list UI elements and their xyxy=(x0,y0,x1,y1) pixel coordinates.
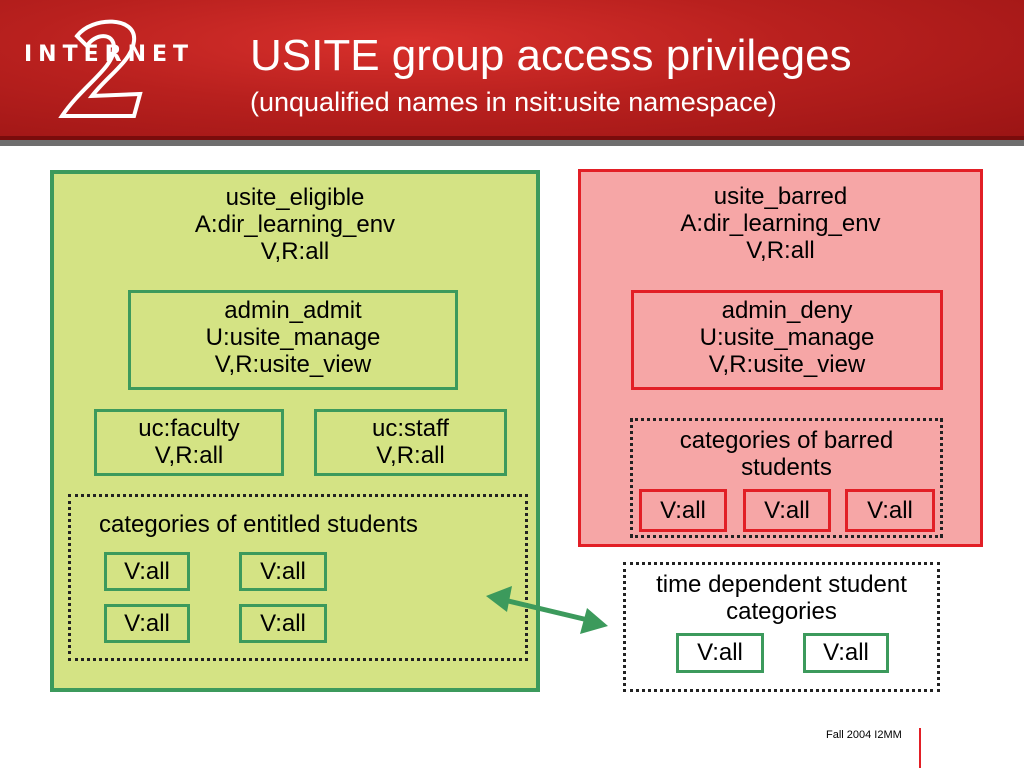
header-banner: INTERNET USITE group access privileges (… xyxy=(0,0,1024,140)
entitled-categories-label: categories of entitled students xyxy=(99,511,418,538)
time-dependent-item: V:all xyxy=(803,633,889,673)
admin-deny-group: admin_deny U:usite_manage V,R:usite_view xyxy=(631,290,943,390)
time-dependent-label: time dependent student categories xyxy=(656,571,907,625)
group-view-privilege: V,R:usite_view xyxy=(214,351,372,378)
group-name: uc:staff xyxy=(372,415,449,442)
entitled-category-item: V:all xyxy=(104,552,190,591)
barred-categories-label: categories of barred students xyxy=(679,427,894,481)
group-view-privilege: V,R:all xyxy=(260,238,330,265)
usite-eligible-group: usite_eligible A:dir_learning_env V,R:al… xyxy=(50,170,540,692)
time-dependent-item: V:all xyxy=(676,633,764,673)
double-arrow-icon xyxy=(486,586,608,634)
group-name: admin_deny xyxy=(721,297,853,324)
time-dependent-categories: time dependent student categories V:all … xyxy=(623,562,940,692)
group-view-privilege: V,R:all xyxy=(376,442,445,469)
entitled-students-categories: categories of entitled students V:all V:… xyxy=(68,494,528,661)
slide-subtitle: (unqualified names in nsit:usite namespa… xyxy=(250,87,777,117)
barred-students-categories: categories of barred students V:all V:al… xyxy=(630,418,943,538)
header-divider xyxy=(0,140,1024,146)
entitled-category-item: V:all xyxy=(239,604,327,643)
barred-category-item: V:all xyxy=(743,489,831,532)
group-view-privilege: V,R:usite_view xyxy=(708,351,866,378)
barred-group-label: usite_barred A:dir_learning_env V,R:all xyxy=(581,183,980,264)
group-update-privilege: U:usite_manage xyxy=(699,324,875,351)
uc-faculty-group: uc:faculty V,R:all xyxy=(94,409,284,476)
admin-admit-group: admin_admit U:usite_manage V,R:usite_vie… xyxy=(128,290,458,390)
group-update-privilege: U:usite_manage xyxy=(205,324,381,351)
footer-accent-bar xyxy=(919,728,921,768)
group-name: usite_barred xyxy=(713,183,848,210)
usite-barred-group: usite_barred A:dir_learning_env V,R:all … xyxy=(578,169,983,547)
eligible-group-label: usite_eligible A:dir_learning_env V,R:al… xyxy=(54,184,536,265)
group-admin-privilege: A:dir_learning_env xyxy=(680,210,881,237)
logo-text: INTERNET xyxy=(24,42,195,67)
uc-staff-group: uc:staff V,R:all xyxy=(314,409,507,476)
entitled-category-item: V:all xyxy=(104,604,190,643)
internet2-logo xyxy=(58,19,143,118)
group-name: uc:faculty xyxy=(138,415,240,442)
group-name: usite_eligible xyxy=(225,184,365,211)
group-name: admin_admit xyxy=(224,297,362,324)
group-view-privilege: V,R:all xyxy=(746,237,815,264)
group-view-privilege: V,R:all xyxy=(154,442,224,469)
group-admin-privilege: A:dir_learning_env xyxy=(194,211,396,238)
footer-text: Fall 2004 I2MM xyxy=(826,729,902,741)
barred-category-item: V:all xyxy=(639,489,727,532)
barred-category-item: V:all xyxy=(845,489,935,532)
slide-title: USITE group access privileges xyxy=(250,31,852,80)
entitled-category-item: V:all xyxy=(239,552,327,591)
